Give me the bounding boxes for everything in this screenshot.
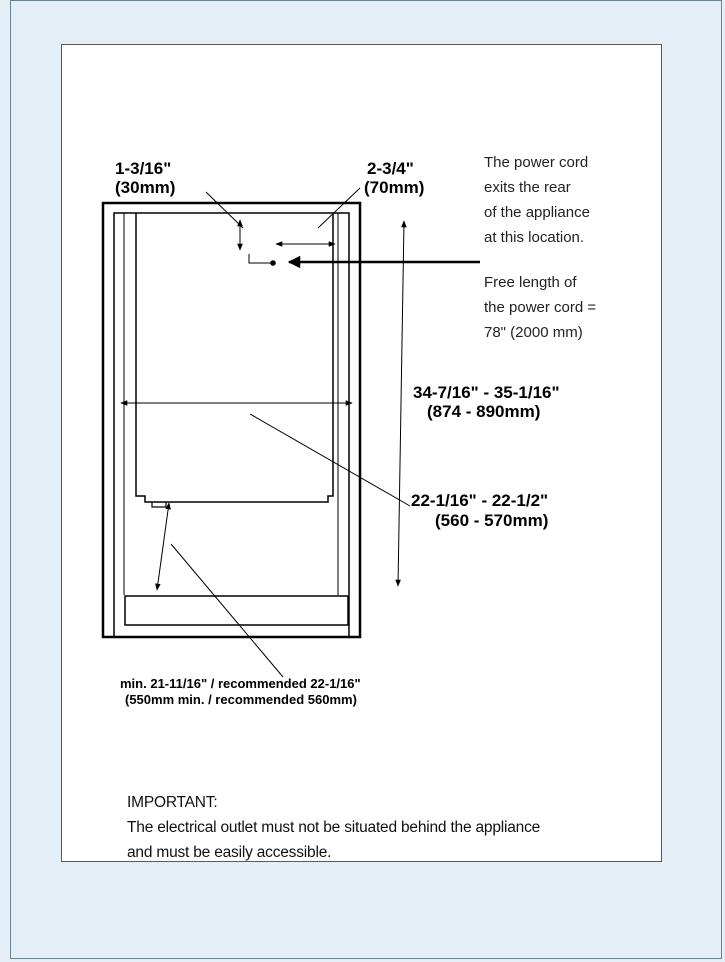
height-arrow (395, 220, 407, 587)
cord-length-note-line: the power cord = (484, 299, 596, 316)
cabinet-inner-wall (113, 212, 350, 637)
content-panel (61, 44, 662, 862)
cord-exit-note-line: at this location. (484, 229, 584, 246)
cord-length-note-line: 78" (2000 mm) (484, 324, 583, 341)
cord-exit-note-line: The power cord (484, 154, 588, 171)
cabinet-niche (101, 201, 362, 639)
height-label-mm: (874 - 890mm) (427, 402, 540, 421)
leader-cord-offset-side (317, 187, 361, 229)
cabinet-outer-wall (101, 201, 362, 639)
height-label-inch: 34-7/16" - 35-1/16" (413, 383, 560, 402)
cord-offset-side-label-mm: (70mm) (364, 178, 424, 197)
notice-line: The electrical outlet must not be situat… (127, 819, 541, 836)
cord-exit-note: The power cord exits the rear of the app… (484, 154, 590, 246)
cord-exit-point (270, 260, 276, 266)
leader-depth (170, 543, 284, 678)
notice-heading: IMPORTANT: (127, 794, 218, 811)
width-label-mm: (560 - 570mm) (435, 511, 548, 530)
cord-length-note: Free length of the power cord = 78" (200… (484, 274, 596, 341)
depth-label-mm: (550mm min. / recommended 560mm) (125, 692, 357, 707)
cord-offset-top-label-mm: (30mm) (115, 178, 175, 197)
plinth-panel (124, 595, 349, 626)
cord-length-note-line: Free length of (484, 274, 577, 291)
notice-line: and must be easily accessible. (127, 844, 332, 861)
width-label-inch: 22-1/16" - 22-1/2" (411, 491, 548, 510)
important-notice: IMPORTANT: The electrical outlet must no… (127, 790, 667, 865)
depth-arrow (155, 502, 171, 591)
depth-label-inch: min. 21-11/16" / recommended 22-1/16" (120, 676, 361, 691)
leader-width (249, 413, 411, 507)
leader-cord-offset-top (205, 191, 244, 229)
appliance-outline (135, 213, 334, 503)
cord-exit-note-line: of the appliance (484, 204, 590, 221)
cord-offset-top-label-inch: 1-3/16" (115, 159, 171, 178)
cord-exit-note-line: exits the rear (484, 179, 571, 196)
cord-offset-side-label-inch: 2-3/4" (367, 159, 414, 178)
cord-position-bracket (248, 254, 272, 264)
